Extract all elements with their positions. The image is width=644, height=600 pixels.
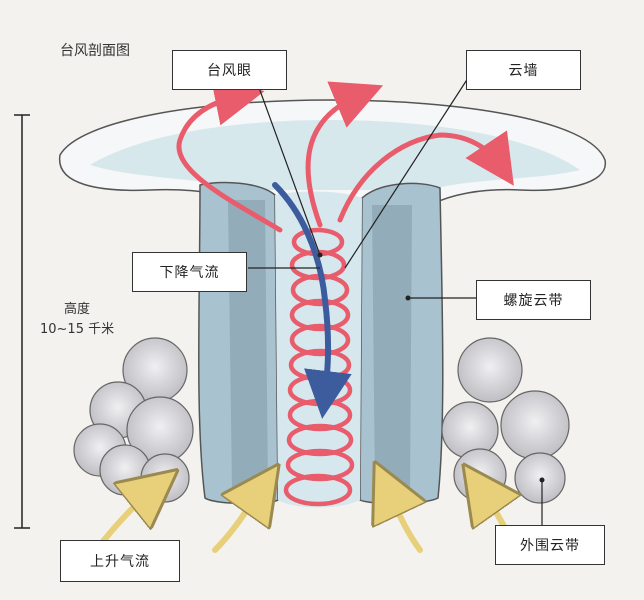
outer-band-leader-dot — [539, 477, 545, 483]
height-scale-bar — [14, 114, 30, 529]
cloud-top — [59, 99, 606, 206]
height-label: 高度 10~15 千米 — [40, 300, 114, 340]
left-outer-cloud-puffs — [73, 337, 194, 503]
diagram-title: 台风剖面图 — [60, 43, 130, 59]
label-eyewall: 云墙 — [466, 50, 581, 90]
label-spiral-band: 螺旋云带 — [476, 280, 591, 320]
eye-leader-dot — [317, 252, 323, 258]
label-downdraft: 下降气流 — [132, 252, 247, 292]
height-label-range: 10~15 千米 — [40, 322, 115, 337]
downdraft-arrow — [272, 182, 352, 419]
label-updraft: 上升气流 — [60, 540, 180, 582]
left-eyewall-cloud — [198, 181, 279, 505]
spiral-band-leader-dot — [405, 295, 411, 301]
right-eyewall-cloud — [359, 182, 444, 505]
right-outer-cloud-puffs — [441, 337, 570, 504]
label-typhoon-eye: 台风眼 — [172, 50, 287, 90]
leader-lines — [248, 74, 543, 525]
label-outer-band: 外围云带 — [495, 525, 605, 565]
height-label-title: 高度 — [64, 302, 91, 317]
